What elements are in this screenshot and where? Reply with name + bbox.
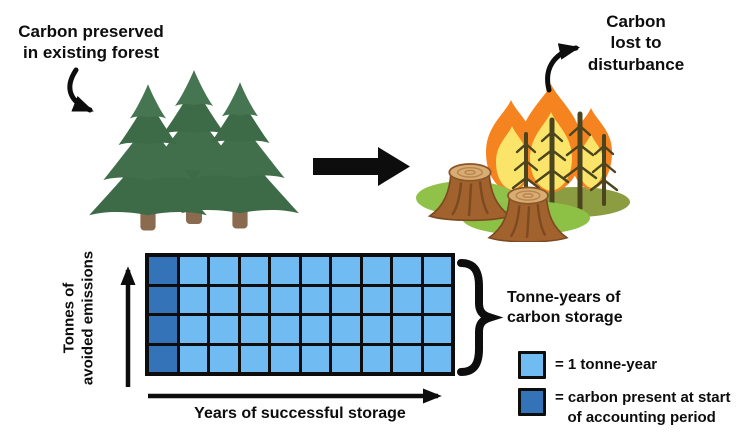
grid-cell-dark bbox=[149, 257, 177, 284]
grid-cell-light bbox=[179, 345, 207, 372]
brace-label: Tonne-years of carbon storage bbox=[507, 289, 623, 326]
dark-blue-swatch-icon bbox=[518, 388, 546, 416]
brace-icon bbox=[457, 259, 504, 376]
grid-cell-light bbox=[332, 257, 360, 284]
grid-cell-light bbox=[240, 316, 268, 343]
y-axis-label: Tonnes of avoided emissions bbox=[60, 250, 96, 386]
grid-cell-light bbox=[393, 316, 421, 343]
grid-cell-light bbox=[362, 345, 390, 372]
grid-cell-light bbox=[240, 345, 268, 372]
grid-cell-light bbox=[210, 286, 238, 313]
grid-cell-light bbox=[240, 286, 268, 313]
legend-item-carbon-start: = carbon present at start of accounting … bbox=[518, 388, 730, 427]
grid-cell-light bbox=[393, 257, 421, 284]
grid-cell-dark bbox=[149, 345, 177, 372]
grid-cell-light bbox=[301, 257, 329, 284]
grid-cell-light bbox=[179, 286, 207, 313]
flames-icon bbox=[486, 84, 612, 193]
grid-cell-light bbox=[423, 286, 451, 313]
grid-cell-light bbox=[271, 345, 299, 372]
grid-cell-light bbox=[393, 286, 421, 313]
grid-cell-light bbox=[362, 286, 390, 313]
preserved-forest-label: Carbon preserved in existing forest bbox=[18, 22, 164, 63]
lost-disturbance-label: Carbon lost to disturbance bbox=[587, 12, 685, 74]
grid-cell-light bbox=[210, 257, 238, 284]
x-axis-label: Years of successful storage bbox=[194, 405, 406, 422]
grid-cell-light bbox=[301, 345, 329, 372]
light-blue-swatch-icon bbox=[518, 351, 546, 379]
grid-cell-light bbox=[332, 286, 360, 313]
transition-arrow-icon bbox=[313, 147, 410, 186]
grid-cell-light bbox=[332, 345, 360, 372]
legend-item-tonne-year: = 1 tonne-year bbox=[518, 351, 730, 379]
grid-cell-light bbox=[179, 316, 207, 343]
tonne-year-grid bbox=[145, 253, 455, 376]
preserved-curved-arrow-icon bbox=[67, 67, 94, 113]
legend-label: = 1 tonne-year bbox=[555, 356, 658, 374]
grid-cell-light bbox=[423, 345, 451, 372]
grid-cell-light bbox=[271, 316, 299, 343]
grid-cell-light bbox=[210, 345, 238, 372]
legend-label: = carbon present at start of accounting … bbox=[555, 389, 731, 426]
grid-cell-light bbox=[179, 257, 207, 284]
legend: = 1 tonne-year = carbon present at start… bbox=[518, 351, 730, 427]
grid-cell-light bbox=[301, 286, 329, 313]
grid-cell-light bbox=[332, 316, 360, 343]
grid-cell-light bbox=[362, 316, 390, 343]
grid-cell-dark bbox=[149, 316, 177, 343]
grid-cell-light bbox=[393, 345, 421, 372]
grid-cell-light bbox=[423, 316, 451, 343]
burning-forest-icon bbox=[416, 84, 630, 242]
grid-cell-light bbox=[301, 316, 329, 343]
grid-cell-light bbox=[423, 257, 451, 284]
grid-cell-light bbox=[240, 257, 268, 284]
grid-cell-light bbox=[210, 316, 238, 343]
grid-cell-light bbox=[271, 257, 299, 284]
lost-curved-arrow-icon bbox=[545, 43, 581, 93]
grid-cell-light bbox=[362, 257, 390, 284]
grid-cell-dark bbox=[149, 286, 177, 313]
grid-cell-light bbox=[271, 286, 299, 313]
